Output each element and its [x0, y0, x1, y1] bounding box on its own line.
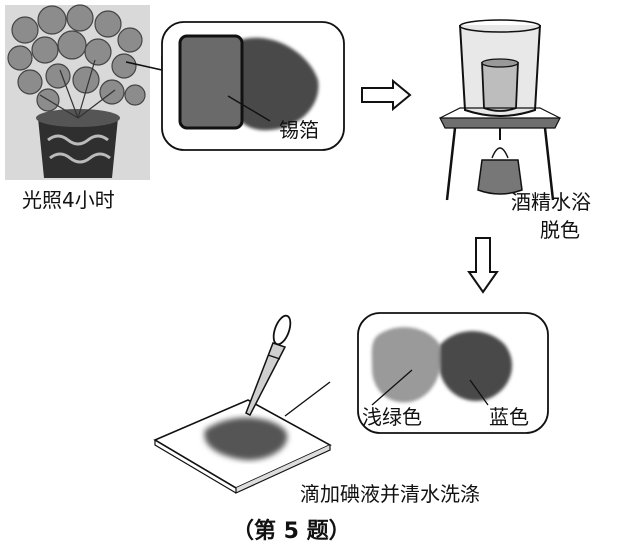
leaf-with-foil-icon	[125, 21, 345, 151]
dropper-icon	[245, 314, 292, 417]
figure-caption: （第 5 题）	[232, 519, 351, 544]
light-green-label: 浅绿色	[362, 405, 422, 429]
arrow-down-icon	[467, 237, 499, 294]
result-callout	[357, 312, 549, 434]
water-bath-label-line1: 酒精水浴	[511, 190, 591, 214]
light-label: 光照4小时	[22, 188, 115, 212]
water-bath-label-line2: 脱色	[540, 218, 580, 242]
foil-label: 锡箔	[279, 118, 319, 142]
iodine-step-label: 滴加碘液并清水洗涤	[300, 482, 480, 506]
water-bath-icon	[439, 19, 561, 201]
plant-icon	[5, 4, 150, 180]
arrow-right-icon	[361, 78, 412, 112]
blue-label: 蓝色	[489, 405, 529, 429]
stained-leaf-icon	[153, 381, 332, 494]
